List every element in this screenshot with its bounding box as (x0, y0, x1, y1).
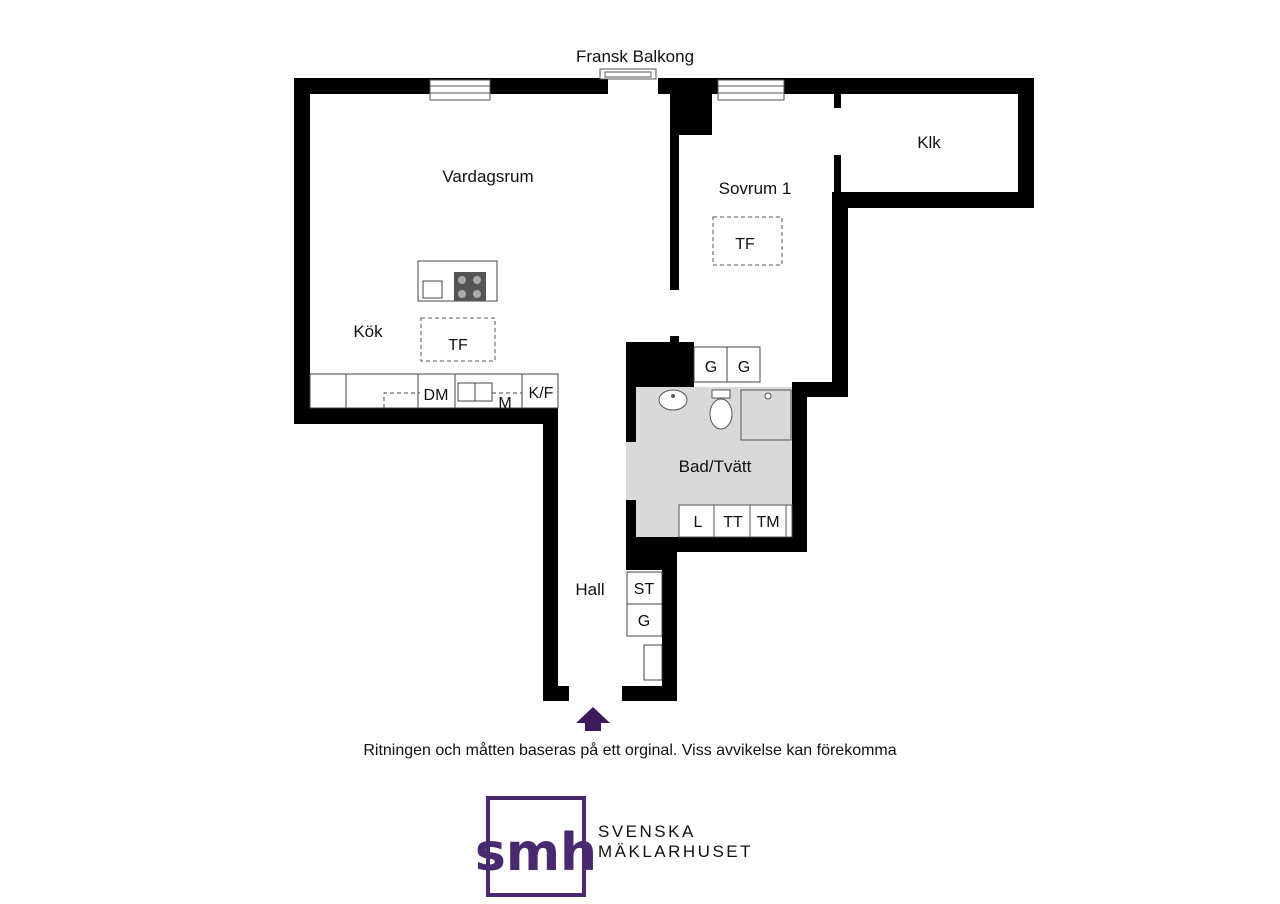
disclaimer: Ritningen och måtten baseras på ett orgi… (363, 742, 897, 759)
walls (294, 78, 1034, 701)
window (717, 79, 785, 101)
stove-icon (454, 272, 486, 301)
label-g-hall: G (638, 613, 650, 630)
wall (294, 408, 558, 424)
label-g1: G (705, 359, 717, 376)
room-label-hall: Hall (575, 580, 604, 599)
wall (670, 336, 679, 344)
toilet-icon (709, 398, 733, 430)
brand-line-2: MÄKLARHUSET (598, 842, 754, 861)
label-g2: G (738, 359, 750, 376)
label-tf-kitchen: TF (448, 337, 468, 354)
kitchen-counter (309, 373, 559, 409)
wall (626, 500, 636, 570)
wall (626, 342, 694, 387)
wall (543, 686, 569, 701)
label-st: ST (634, 581, 655, 598)
brand-name: SVENSKA MÄKLARHUSET (598, 822, 753, 862)
wall (832, 192, 1034, 208)
kitchen-island (417, 260, 498, 302)
shower-head-icon (764, 392, 772, 400)
room-label-sovrum: Sovrum 1 (719, 179, 792, 198)
tf-box-bedroom (712, 216, 783, 266)
wardrobes (693, 346, 761, 383)
washbasin-icon (658, 389, 688, 411)
wall (670, 78, 712, 135)
windows (429, 68, 785, 101)
brand-line-1: SVENSKA (598, 822, 696, 841)
label-tt: TT (723, 514, 743, 531)
bathroom-floor-door (626, 442, 636, 500)
label-tf-bedroom: TF (735, 236, 755, 253)
wall (834, 94, 841, 108)
wall (626, 342, 636, 442)
wall (1018, 78, 1034, 208)
wall (294, 78, 310, 424)
label-kf: K/F (529, 385, 554, 402)
room-label-balkong: Fransk Balkong (576, 47, 694, 66)
toilet-tank (711, 389, 731, 399)
room-label-klk: Klk (917, 133, 941, 152)
wall (677, 537, 807, 552)
label-l: L (694, 514, 703, 531)
island-sink (422, 280, 443, 299)
logo-frame (486, 796, 586, 897)
wall (662, 540, 677, 700)
room-label-vardagsrum: Vardagsrum (442, 167, 533, 186)
logo-mark: smh (475, 823, 597, 883)
wall (792, 382, 807, 552)
wall (658, 78, 1034, 94)
label-m: M (498, 395, 511, 412)
wall (670, 94, 679, 290)
window (429, 79, 491, 101)
wall (832, 192, 848, 397)
wall (543, 408, 558, 700)
room-label-kok: Kök (353, 322, 383, 341)
entrance-arrow-icon (576, 707, 610, 731)
bathroom-fixtures (658, 389, 793, 538)
room-label-bad: Bad/Tvätt (679, 457, 752, 476)
hall-fixtures (626, 571, 663, 681)
wall (834, 155, 841, 195)
label-tm: TM (756, 514, 779, 531)
smh-logo: smh (475, 796, 597, 897)
label-dm: DM (424, 387, 449, 404)
tf-box-kitchen (420, 317, 496, 362)
